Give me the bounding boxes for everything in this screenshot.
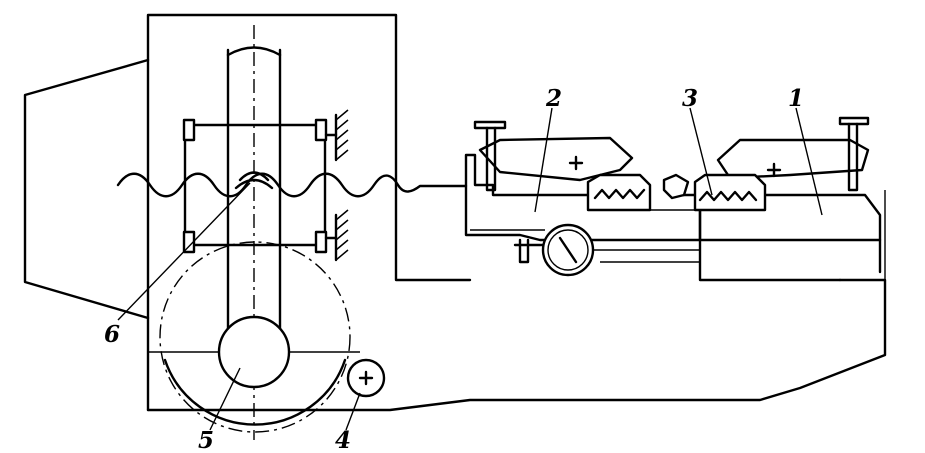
bearing-housing: [183, 123, 327, 247]
leader-4: [345, 392, 361, 431]
spindle-top: [226, 46, 282, 57]
bearing-lug-tl: [182, 118, 196, 142]
label-3: 3: [682, 85, 698, 112]
rack-left-teeth: [593, 188, 646, 200]
lever-plus-right: [766, 162, 782, 178]
bearing-lug-tr: [314, 118, 328, 142]
wall-support-bottom: [324, 209, 349, 262]
fixture-block-right: [698, 193, 882, 242]
bearing-lug-br: [314, 230, 328, 254]
mesh-arc-upper: [238, 171, 270, 182]
clamp-lever-right: [716, 138, 870, 180]
spindle-shaft: [226, 48, 282, 332]
lever-plus-left: [568, 155, 584, 171]
mesh-arc-lower: [234, 178, 274, 190]
label-1: 1: [788, 85, 804, 112]
leader-6: [117, 182, 251, 321]
main-column: [146, 13, 472, 412]
clamp-screw-left: [473, 120, 507, 192]
wall-support-top: [324, 109, 349, 162]
dial-needle: [558, 236, 578, 264]
label-2: 2: [545, 85, 562, 112]
worm-center: [662, 173, 690, 200]
leader-1: [795, 107, 823, 216]
clamp-screw-right: [838, 116, 870, 192]
left-housing: [23, 58, 150, 320]
leader-2: [534, 107, 553, 213]
leader-3: [689, 107, 713, 196]
label-6: 6: [104, 321, 120, 348]
gear-lower-arc: [163, 358, 347, 426]
rack-right-teeth: [698, 190, 758, 202]
worm-wheel-hub: [217, 315, 291, 389]
dial-stem: [513, 238, 545, 264]
clamp-lever-left: [478, 136, 634, 182]
lead-screw: [116, 172, 468, 198]
label-4: 4: [335, 427, 351, 453]
roller-cross: [358, 370, 374, 386]
large-gear-outline: [159, 241, 351, 433]
leader-5: [209, 367, 241, 431]
label-5: 5: [198, 427, 214, 453]
slide-rail: [590, 249, 700, 263]
lower-slide-right: [698, 238, 882, 282]
dial-face: [547, 229, 589, 271]
